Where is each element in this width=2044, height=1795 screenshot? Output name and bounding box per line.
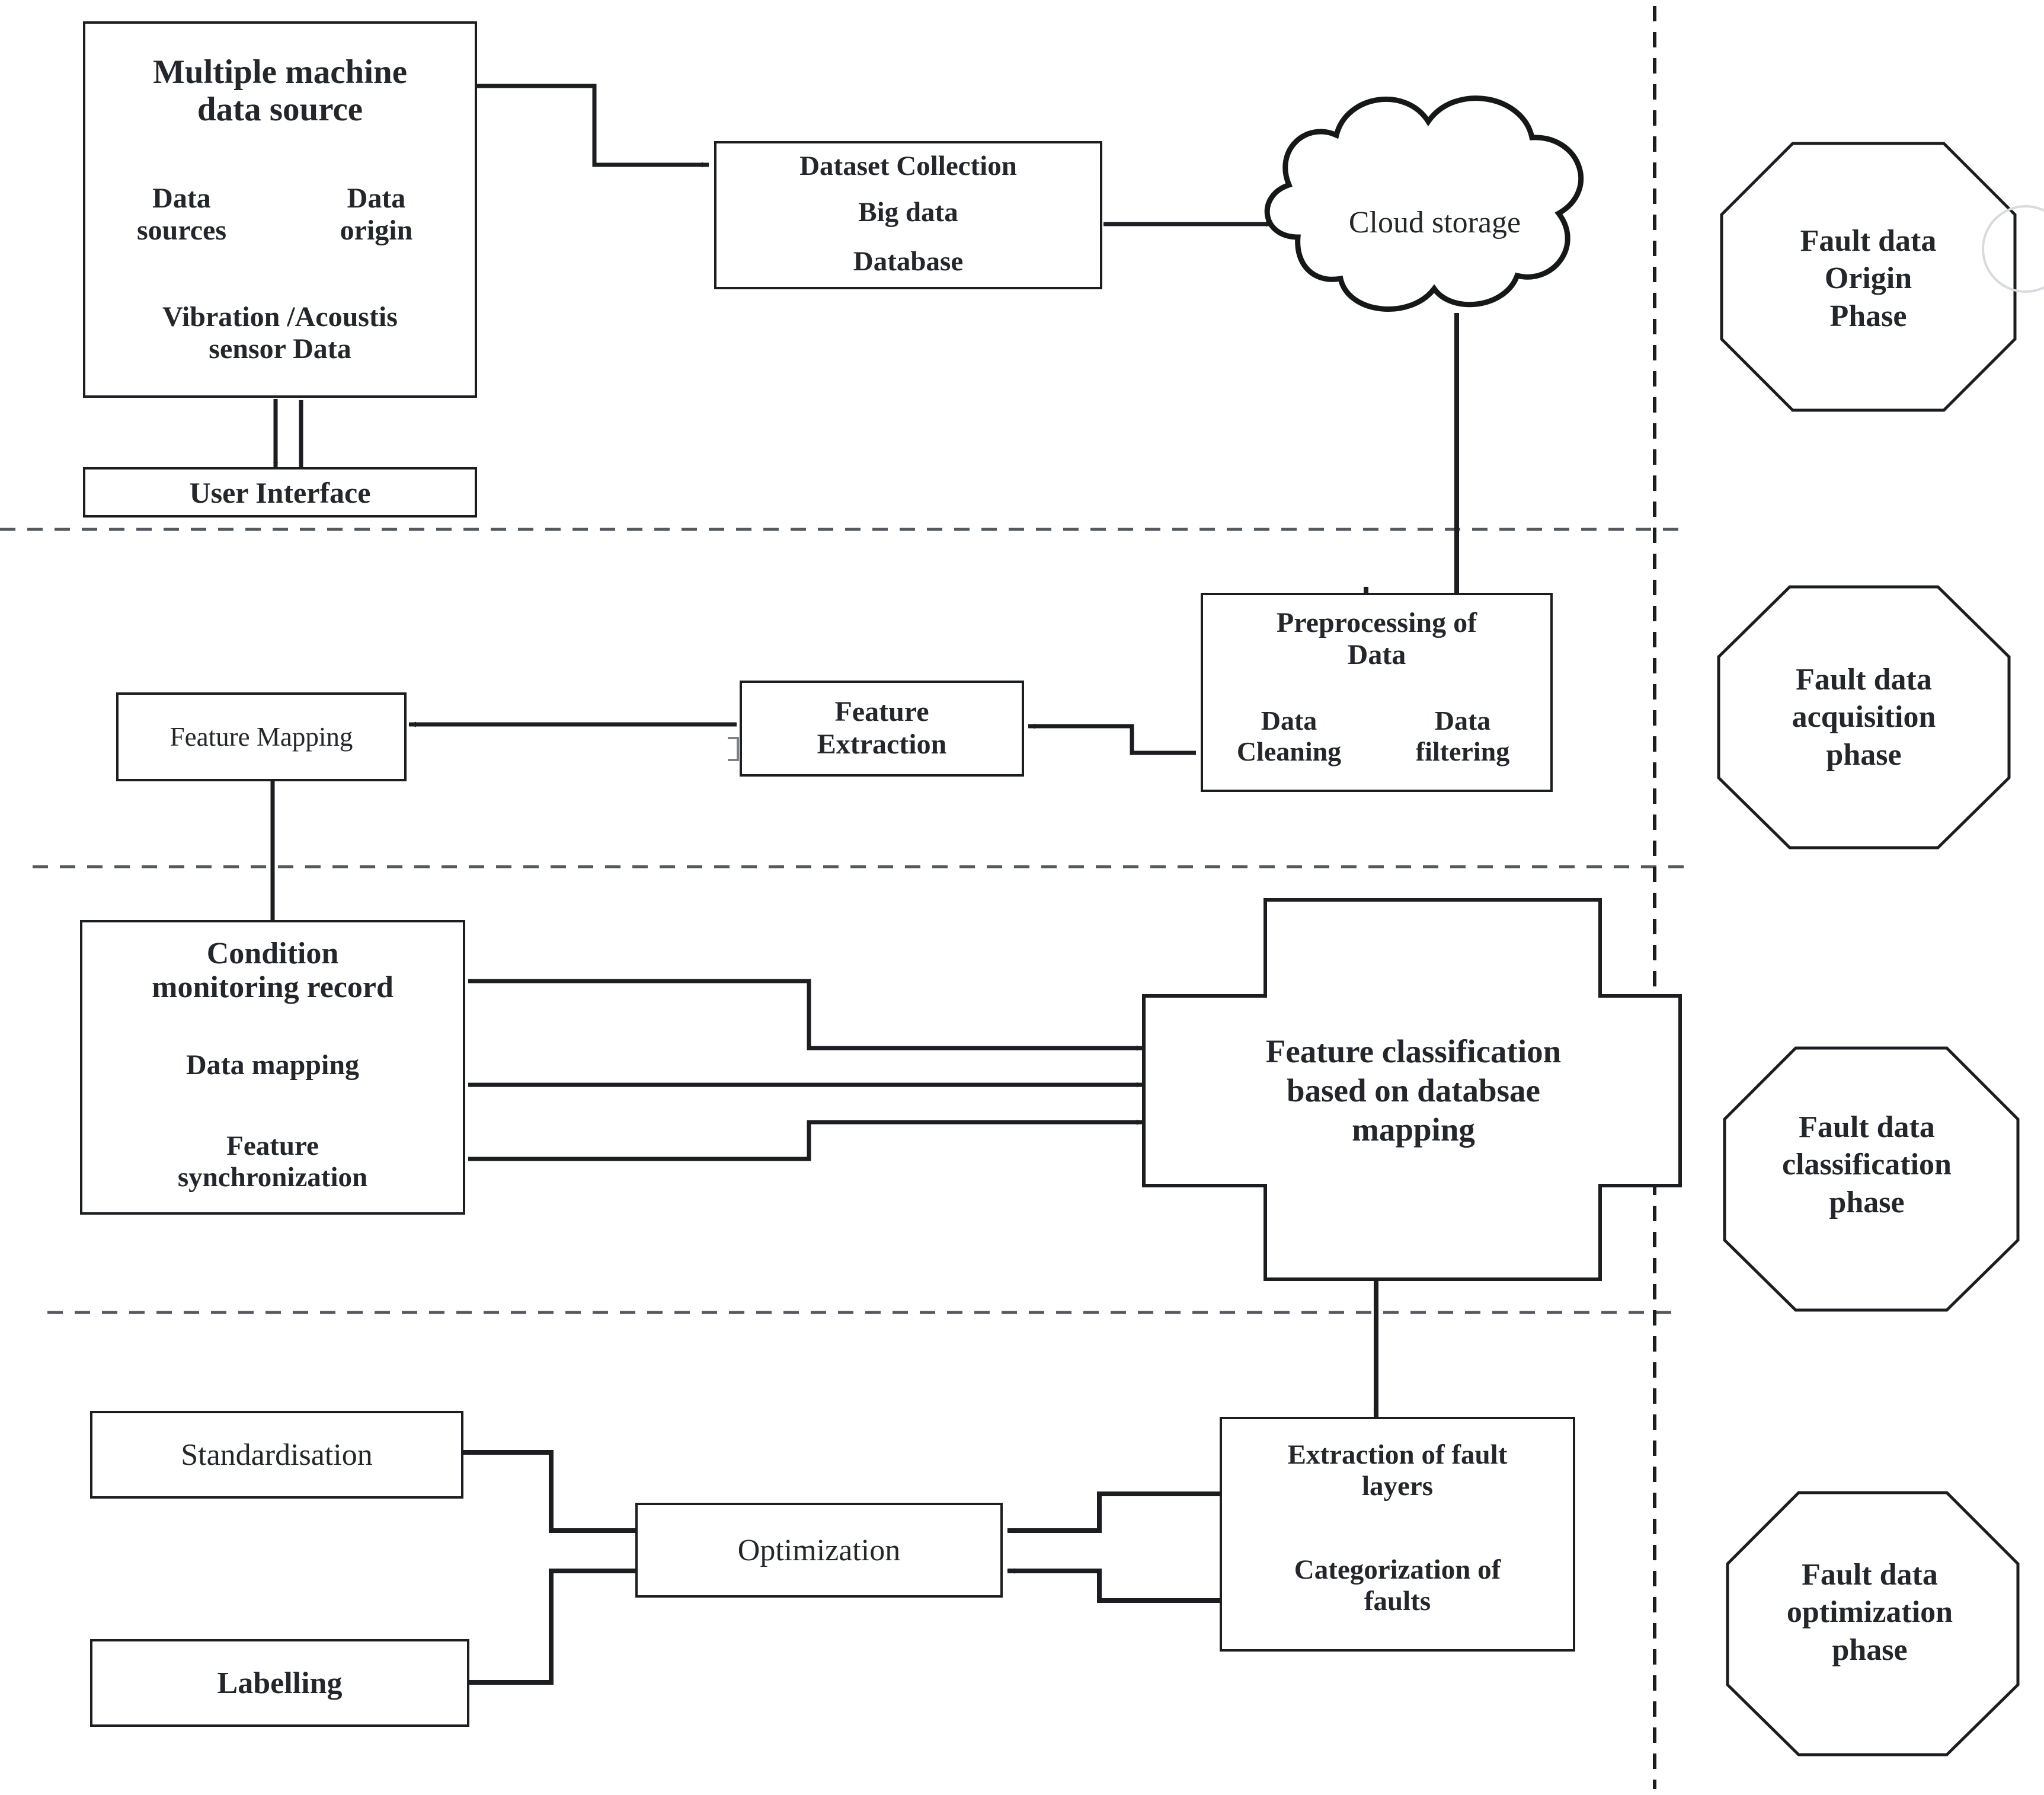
box-multiple-machine-data-source[interactable]: Multiple machine data source xyxy=(83,21,477,161)
data-sources-line1: Data xyxy=(152,183,211,215)
condition-monitoring-line2: monitoring record xyxy=(152,970,394,1004)
box-preprocessing-of-data[interactable]: Preprocessing of Data xyxy=(1201,593,1553,685)
preprocessing-line1: Preprocessing of xyxy=(1276,607,1477,639)
categorization-line2: faults xyxy=(1364,1586,1431,1617)
octagon-origin xyxy=(1720,142,2017,412)
database-label: Database xyxy=(853,246,964,277)
edge-featuresync-to-classification xyxy=(468,1119,1144,1161)
vibration-line1: Vibration /Acoustis xyxy=(162,301,398,333)
machine-source-title-line1: Multiple machine xyxy=(152,53,408,91)
box-extraction-of-fault-layers[interactable]: Extraction of fault layers xyxy=(1220,1417,1575,1525)
machine-source-title-line2: data source xyxy=(197,91,363,128)
feature-mapping-label: Feature Mapping xyxy=(169,722,353,752)
box-standardisation[interactable]: Standardisation xyxy=(90,1411,463,1499)
big-data-label: Big data xyxy=(858,197,958,228)
user-interface-label: User Interface xyxy=(189,475,371,509)
octagon-classification xyxy=(1723,1046,2020,1312)
box-feature-extraction[interactable]: Feature Extraction xyxy=(740,681,1024,777)
box-feature-mapping[interactable]: Feature Mapping xyxy=(116,692,407,781)
edge-machine-source-to-dataset xyxy=(474,84,709,168)
box-feature-synchronization[interactable]: Feature synchronization xyxy=(80,1111,465,1215)
edge-condition-to-classification xyxy=(468,979,1144,1051)
labelling-label: Labelling xyxy=(217,1666,343,1700)
box-categorization-of-faults[interactable]: Categorization of faults xyxy=(1220,1522,1575,1652)
feature-sync-line2: synchronization xyxy=(177,1161,368,1193)
extraction-fault-line2: layers xyxy=(1361,1471,1434,1502)
box-optimization[interactable]: Optimization xyxy=(635,1503,1003,1598)
box-user-interface[interactable]: User Interface xyxy=(83,467,477,518)
box-database[interactable]: Database xyxy=(714,236,1102,289)
box-data-filtering[interactable]: Data filtering xyxy=(1375,683,1553,792)
box-labelling[interactable]: Labelling xyxy=(90,1639,469,1727)
edge-categorization-to-optimization xyxy=(1007,1568,1221,1603)
condition-monitoring-line1: Condition xyxy=(206,936,339,970)
edge-cloud-to-preprocessing xyxy=(1363,313,1459,609)
data-filtering-line1: Data xyxy=(1434,705,1491,736)
standardisation-label: Standardisation xyxy=(181,1438,373,1472)
data-cleaning-line2: Cleaning xyxy=(1236,736,1342,766)
categorization-line1: Categorization of xyxy=(1294,1554,1501,1586)
cloud-storage-shape xyxy=(1264,95,1584,312)
feature-sync-line1: Feature xyxy=(226,1130,319,1161)
box-big-data[interactable]: Big data xyxy=(714,189,1102,238)
box-dataset-collection[interactable]: Dataset Collection xyxy=(714,141,1102,191)
edge-preprocessing-to-feature-extraction xyxy=(1028,723,1196,755)
box-data-sources[interactable]: Data sources xyxy=(83,159,280,273)
box-data-mapping[interactable]: Data mapping xyxy=(80,1018,465,1113)
edge-cloud-to-preprocessing-run xyxy=(1364,313,1459,609)
phase-octagons xyxy=(1717,142,2020,1756)
data-mapping-label: Data mapping xyxy=(185,1049,360,1081)
box-data-cleaning[interactable]: Data Cleaning xyxy=(1201,683,1377,792)
feature-extraction-line2: Extraction xyxy=(817,729,947,760)
octagon-optimization xyxy=(1726,1491,2020,1756)
edge-optimization-to-labelling xyxy=(468,1569,637,1685)
vibration-line2: sensor Data xyxy=(209,333,351,365)
octagon-acquisition xyxy=(1717,585,2011,849)
preprocessing-line2: Data xyxy=(1347,639,1406,670)
data-filtering-line2: filtering xyxy=(1415,736,1510,766)
data-sources-line2: sources xyxy=(136,215,227,246)
box-vibration-acoustic-sensor-data[interactable]: Vibration /Acoustis sensor Data xyxy=(83,270,477,398)
dataset-collection-label: Dataset Collection xyxy=(799,151,1017,181)
data-cleaning-line1: Data xyxy=(1261,705,1317,736)
box-data-origin[interactable]: Data origin xyxy=(278,159,477,273)
decorative-circle-artifact xyxy=(1982,205,2044,293)
edge-extraction-to-optimization xyxy=(1007,1491,1221,1534)
phase-separator xyxy=(0,528,1687,1314)
edge-optimization-to-standardisation xyxy=(462,1449,637,1533)
data-origin-line1: Data xyxy=(347,183,406,215)
optimization-label: Optimization xyxy=(737,1533,901,1567)
box-condition-monitoring-record[interactable]: Condition monitoring record xyxy=(80,920,465,1021)
feature-extraction-line1: Feature xyxy=(834,696,929,728)
data-origin-line2: origin xyxy=(340,215,413,246)
extraction-fault-line1: Extraction of fault xyxy=(1287,1439,1508,1471)
edge-feature-extraction-stub xyxy=(728,737,739,761)
feature-classification-shape xyxy=(1142,898,1682,1281)
